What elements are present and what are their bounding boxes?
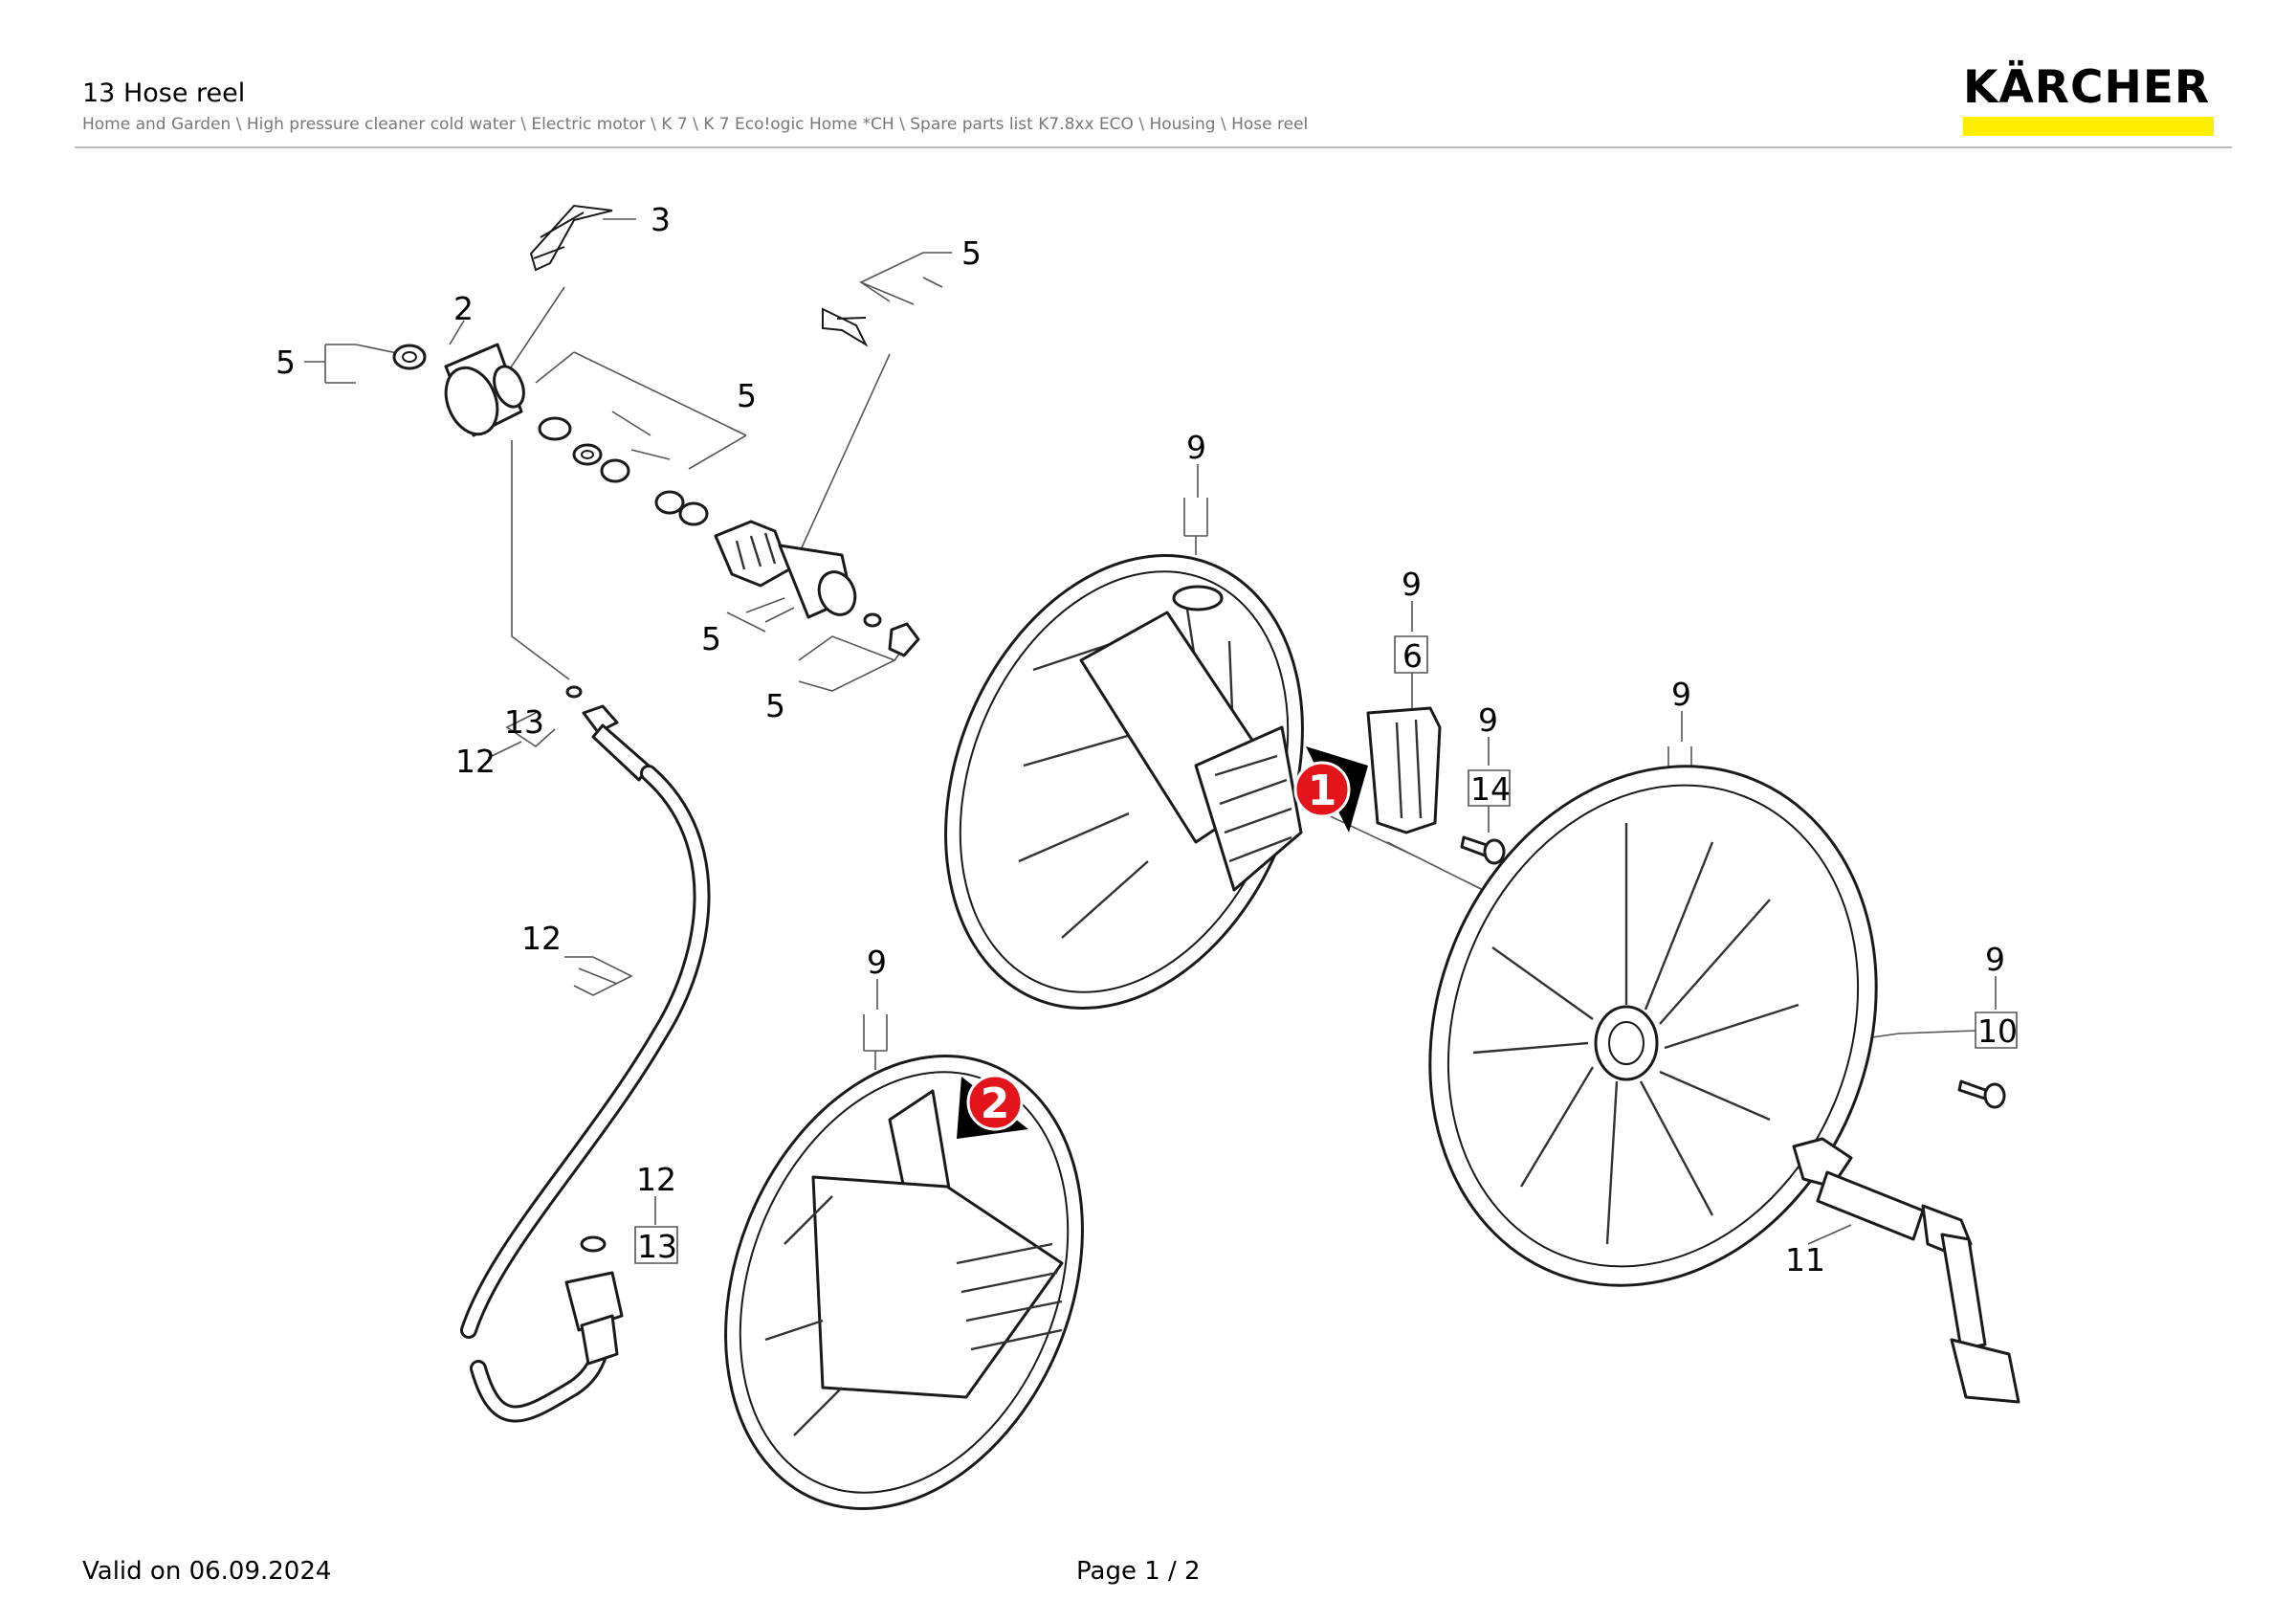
label-10: 10 — [1977, 1012, 2018, 1050]
brand-logo-text: KÄRCHER — [1963, 61, 2211, 114]
label-12-top: 12 — [455, 743, 496, 780]
label-2: 2 — [453, 290, 474, 327]
brand-logo: KÄRCHER — [1963, 63, 2216, 136]
holder-part-6 — [1366, 706, 1442, 834]
page-number: Page 1 / 2 — [1076, 1557, 1201, 1586]
label-11: 11 — [1785, 1241, 1825, 1278]
breadcrumb[interactable]: Home and Garden \ High pressure cleaner … — [82, 115, 1309, 134]
clip-part-5-top — [822, 307, 869, 347]
hose-fitting — [564, 1235, 624, 1366]
label-5-lower: 5 — [701, 620, 721, 657]
label-9-lower-drum: 9 — [867, 944, 887, 981]
clip-part-3 — [529, 204, 613, 272]
label-9-screw-right: 9 — [1985, 941, 2005, 978]
small-nozzle — [863, 612, 920, 657]
marker-2-text: 2 — [981, 1079, 1010, 1128]
label-3: 3 — [651, 201, 671, 238]
screw-part-14 — [1460, 835, 1506, 865]
retaining-ring-left — [392, 344, 427, 370]
label-9-wheel: 9 — [1671, 676, 1691, 713]
reel-drum-lower — [724, 1055, 1084, 1510]
header-divider — [75, 146, 2232, 148]
marker-1: 1 — [1293, 746, 1368, 833]
label-12-hose: 12 — [521, 920, 562, 957]
marker-1-text: 1 — [1308, 767, 1337, 815]
reel-wheel-right — [1428, 765, 1878, 1287]
reel-drum-upper — [944, 554, 1304, 1010]
valid-date: Valid on 06.09.2024 — [82, 1557, 332, 1586]
label-5-bottom: 5 — [765, 687, 785, 724]
sleeve-part-2 — [444, 343, 525, 437]
part-labels: 3 2 5 5 5 5 5 9 9 6 9 14 9 9 10 11 9 13 … — [276, 201, 2018, 1278]
label-13-bottom: 13 — [637, 1228, 677, 1265]
o-rings — [538, 416, 709, 526]
label-14: 14 — [1470, 770, 1511, 808]
connector-shaft — [714, 520, 857, 619]
label-5-top-right: 5 — [961, 234, 982, 272]
label-9-holder: 9 — [1402, 566, 1422, 603]
label-9-upper-drum: 9 — [1186, 429, 1206, 466]
label-6: 6 — [1402, 637, 1423, 675]
page-title: 13 Hose reel — [82, 78, 246, 108]
label-5-left: 5 — [276, 344, 296, 381]
screw-part-10 — [1957, 1079, 2006, 1109]
crank-handle-part-11 — [1792, 1137, 2020, 1404]
label-9-screw: 9 — [1478, 701, 1498, 739]
brand-logo-bar — [1963, 117, 2214, 136]
label-5-mid: 5 — [737, 377, 757, 414]
label-12-bottom: 12 — [636, 1161, 676, 1198]
marker-2: 2 — [957, 1074, 1028, 1139]
label-13-top: 13 — [504, 703, 544, 741]
